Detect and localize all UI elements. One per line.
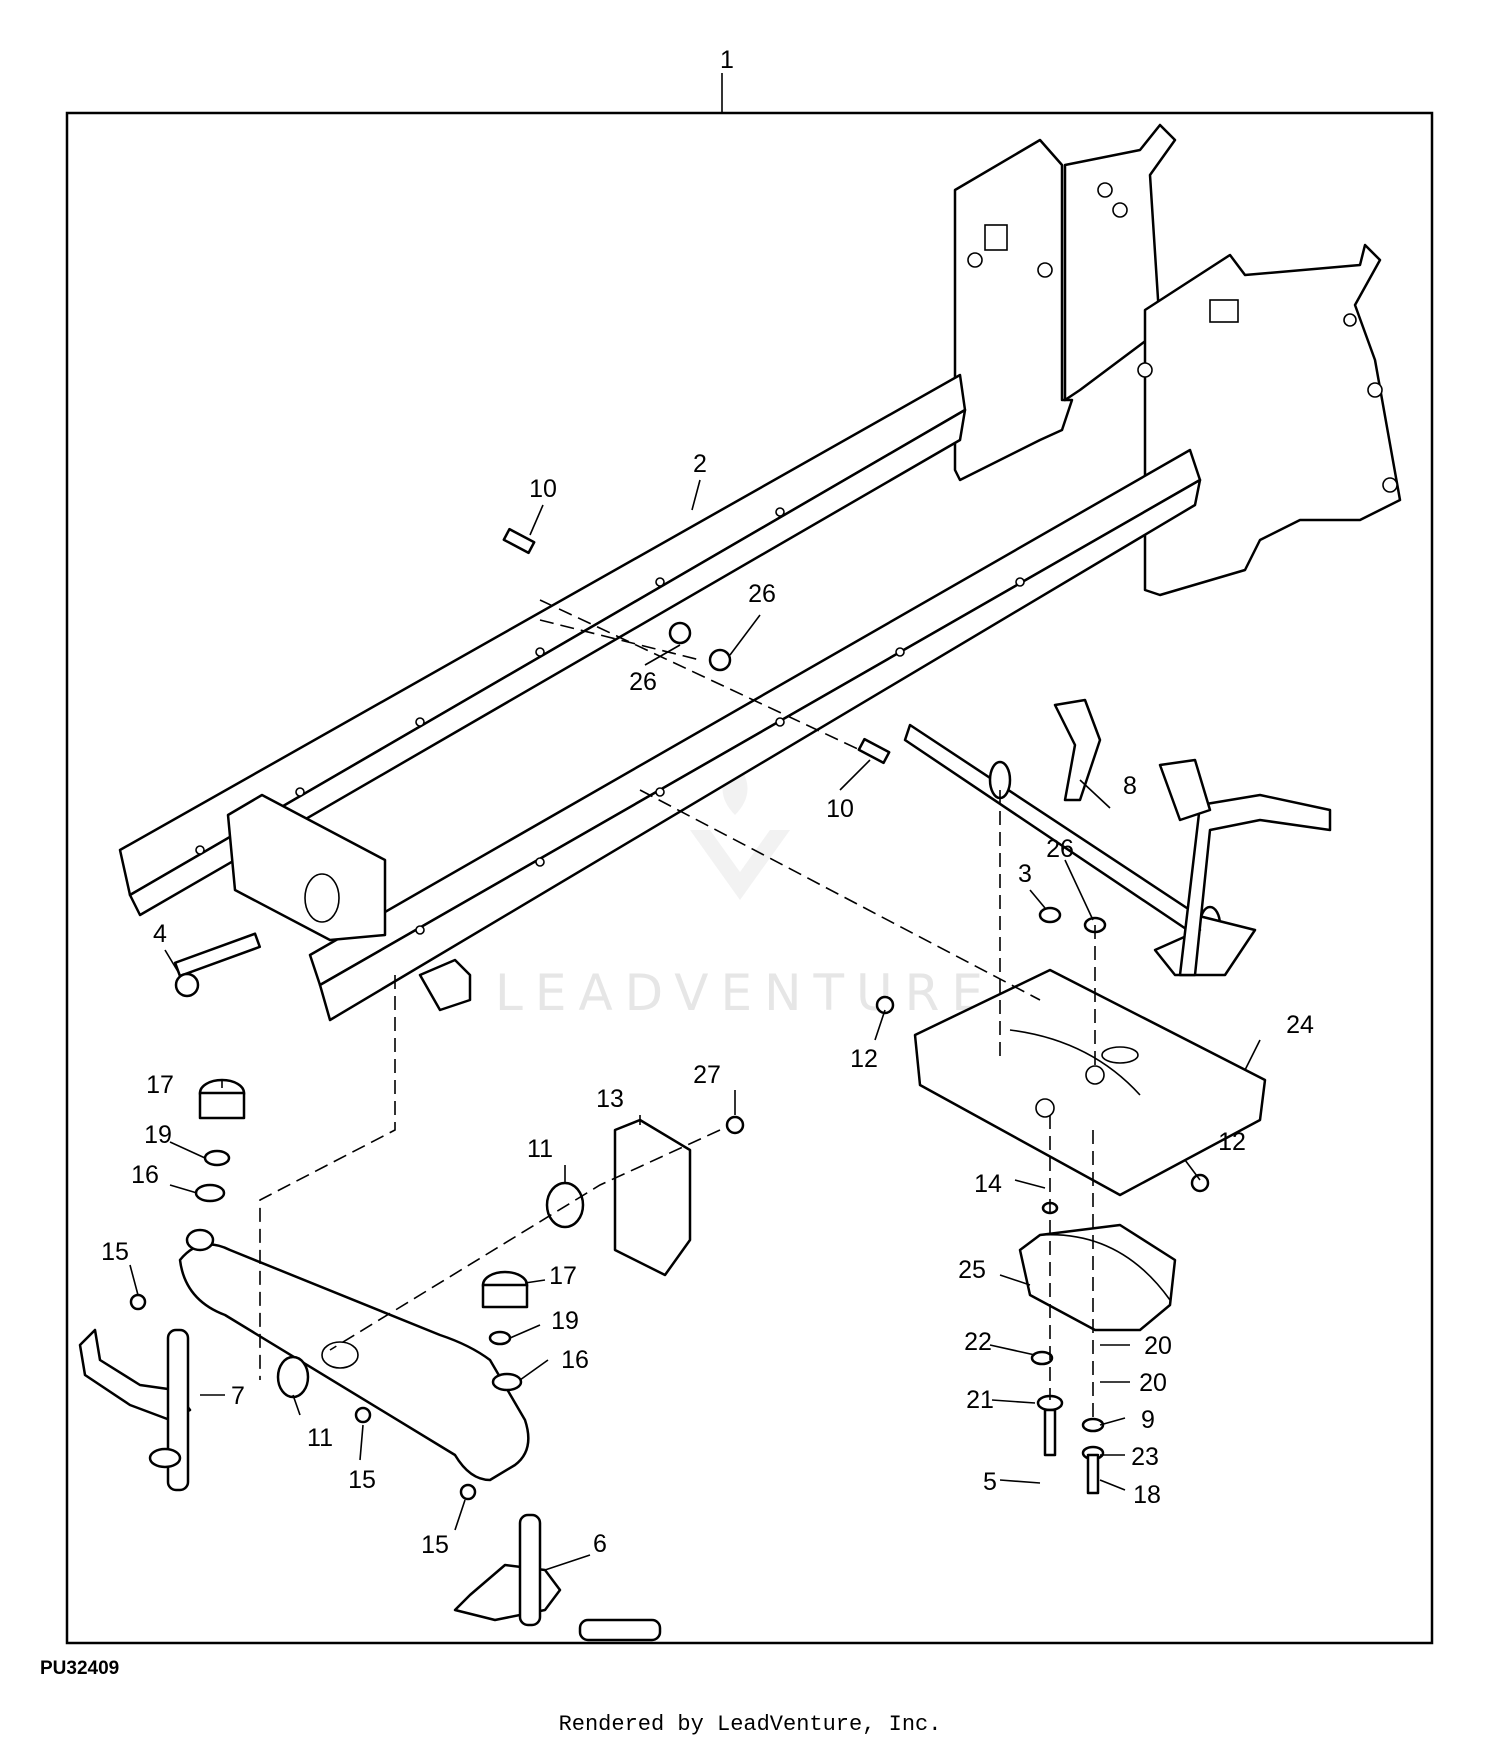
figure-reference: PU32409 [40,1658,119,1679]
callout-8: 8 [1123,772,1137,800]
callout-19-left: 19 [144,1121,172,1149]
frame-rail-left [118,373,967,917]
frame-rail-right [308,448,1202,1022]
callout-15-left: 15 [101,1238,129,1266]
callout-10-bottom: 10 [826,795,854,823]
callout-24: 24 [1286,1011,1314,1039]
leader-lines [129,479,1261,1571]
front-axle [178,1228,530,1482]
callout-11-right: 11 [527,1135,553,1163]
callout-10-top: 10 [529,475,557,503]
callout-22: 22 [964,1328,992,1356]
callout-7: 7 [231,1382,245,1410]
callout-labels: 1 2 3 4 5 6 7 8 9 10 10 11 11 12 12 13 1… [101,46,1314,1559]
callout-15-bottom: 15 [421,1531,449,1559]
callout-16-right: 16 [561,1346,589,1374]
callout-18: 18 [1133,1481,1161,1509]
callout-20-top: 20 [1144,1332,1172,1360]
callout-4: 4 [153,920,167,948]
spindle-right [453,1513,662,1642]
callout-23: 23 [1131,1443,1159,1471]
callout-12-left: 12 [850,1045,878,1073]
callout-26-top: 26 [748,580,776,608]
callout-9: 9 [1141,1406,1155,1434]
seat-fasteners [875,906,1210,1495]
frame-fasteners [129,527,891,1501]
callout-14: 14 [974,1170,1002,1198]
callout-15-mid: 15 [348,1466,376,1494]
callout-17-right: 17 [549,1262,577,1290]
callout-11-left: 11 [307,1424,333,1452]
axle-bushings-and-bumpers [194,1078,745,1399]
callout-3: 3 [1018,860,1032,888]
footer-credit: Rendered by LeadVenture, Inc. [559,1712,942,1737]
callout-25: 25 [958,1256,986,1284]
callout-2: 2 [693,450,707,478]
callout-27: 27 [693,1061,721,1089]
seat-plate [913,968,1267,1197]
rear-frame-plates [953,123,1402,597]
callout-5: 5 [983,1468,997,1496]
watermark-text: LEADVENTURE [495,964,995,1022]
pedal-shaft [903,698,1332,977]
callout-16-left: 16 [131,1161,159,1189]
callout-26-right: 26 [1046,835,1074,863]
spindle-left [78,1328,192,1492]
callout-6: 6 [593,1530,607,1558]
callout-17-left: 17 [146,1071,174,1099]
front-cross-member [226,793,472,1012]
callout-12-right: 12 [1218,1128,1246,1156]
callout-21: 21 [966,1386,994,1414]
callout-20-bottom: 20 [1139,1369,1167,1397]
callout-1: 1 [720,46,734,74]
diagram-frame [65,111,1434,1645]
callout-13: 13 [596,1085,624,1113]
adjuster-bracket [1018,1223,1177,1332]
callout-26-mid: 26 [629,668,657,696]
callout-19-right: 19 [551,1307,579,1335]
